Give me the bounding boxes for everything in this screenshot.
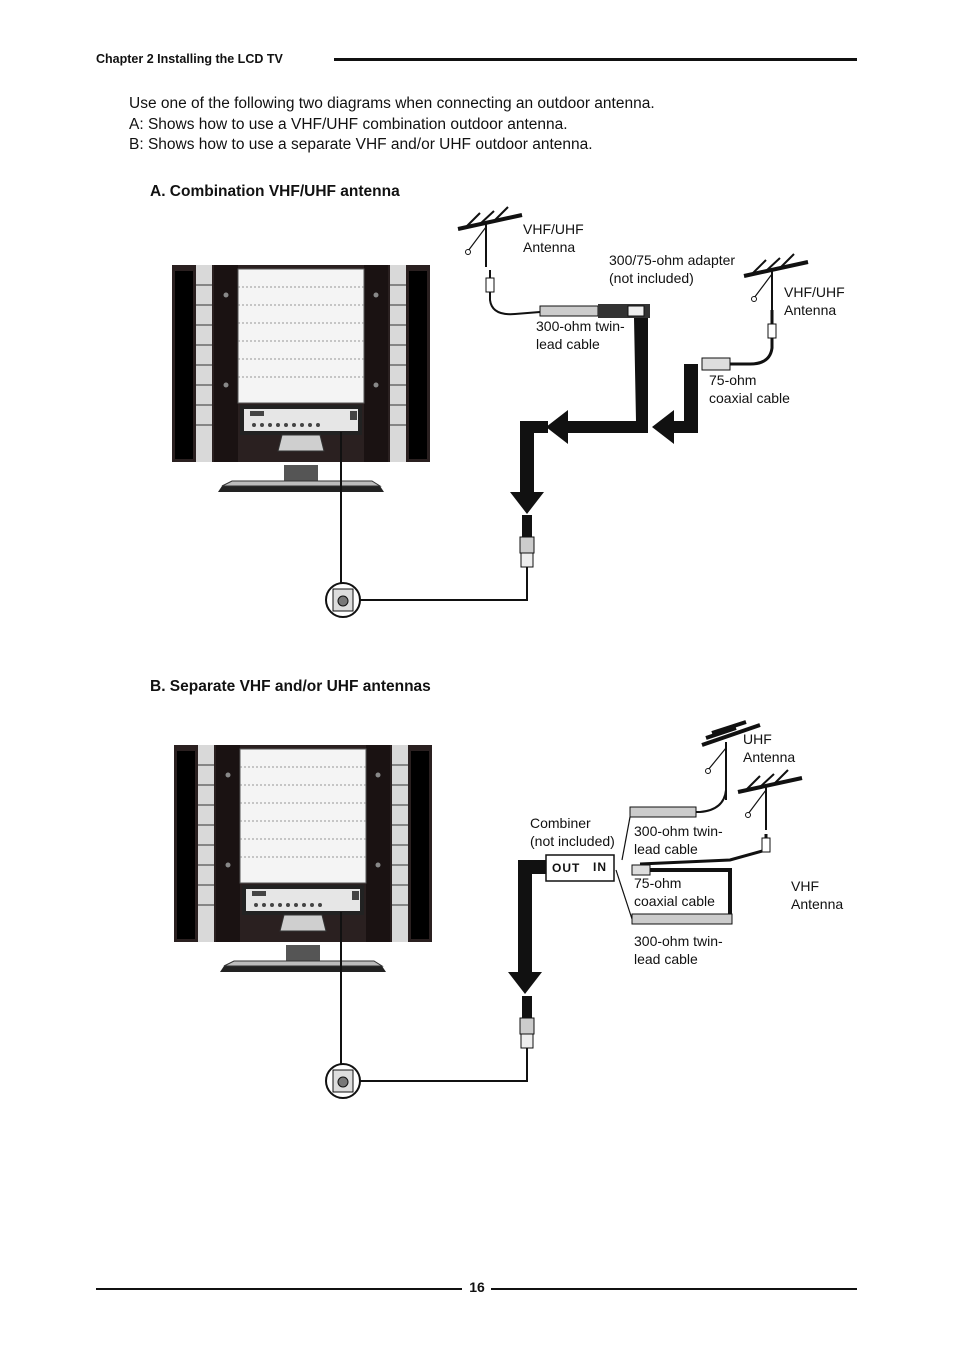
page-number: 16: [469, 1279, 485, 1295]
section-b-title: B. Separate VHF and/or UHF antennas: [150, 678, 431, 695]
intro-line-3: B: Shows how to use a separate VHF and/o…: [129, 136, 593, 153]
combiner-out-label: OUT: [552, 861, 581, 875]
label-coaxial-b: 75-ohm coaxial cable: [634, 875, 715, 909]
label-vhf-uhf-antenna-2: VHF/UHF Antenna: [784, 284, 845, 318]
intro-line-1: Use one of the following two diagrams wh…: [129, 95, 655, 112]
combiner-in-label: IN: [593, 860, 607, 874]
wall-plate-a: [325, 582, 361, 618]
footer-rule-right: [491, 1288, 857, 1290]
footer-rule-left: [96, 1288, 462, 1290]
label-vhf-uhf-antenna-1: VHF/UHF Antenna: [523, 221, 584, 255]
vhf-antenna: [736, 768, 804, 832]
wall-plate-b: [325, 1063, 361, 1099]
label-twin-lead-b2: 300-ohm twin- lead cable: [634, 933, 723, 967]
lcd-tv-b: [173, 744, 433, 973]
label-combiner: Combiner (not included): [530, 815, 615, 849]
chapter-header: Chapter 2 Installing the LCD TV: [96, 52, 283, 66]
label-twin-lead-a: 300-ohm twin- lead cable: [536, 318, 625, 352]
lcd-tv-a: [171, 264, 431, 493]
label-vhf-antenna: VHF Antenna: [791, 878, 844, 912]
label-uhf-antenna: UHF Antenna: [743, 731, 796, 765]
label-adapter: 300/75-ohm adapter (not included): [609, 252, 736, 286]
label-coaxial-a: 75-ohm coaxial cable: [709, 372, 790, 406]
intro-line-2: A: Shows how to use a VHF/UHF combinatio…: [129, 115, 568, 133]
header-rule: [334, 58, 857, 61]
vhf-uhf-antenna-a1: [456, 205, 524, 269]
label-twin-lead-b1: 300-ohm twin- lead cable: [634, 823, 723, 857]
section-a-title: A. Combination VHF/UHF antenna: [150, 183, 400, 200]
combiner-box: [545, 854, 615, 882]
intro-text: Use one of the following two diagrams wh…: [129, 94, 655, 156]
